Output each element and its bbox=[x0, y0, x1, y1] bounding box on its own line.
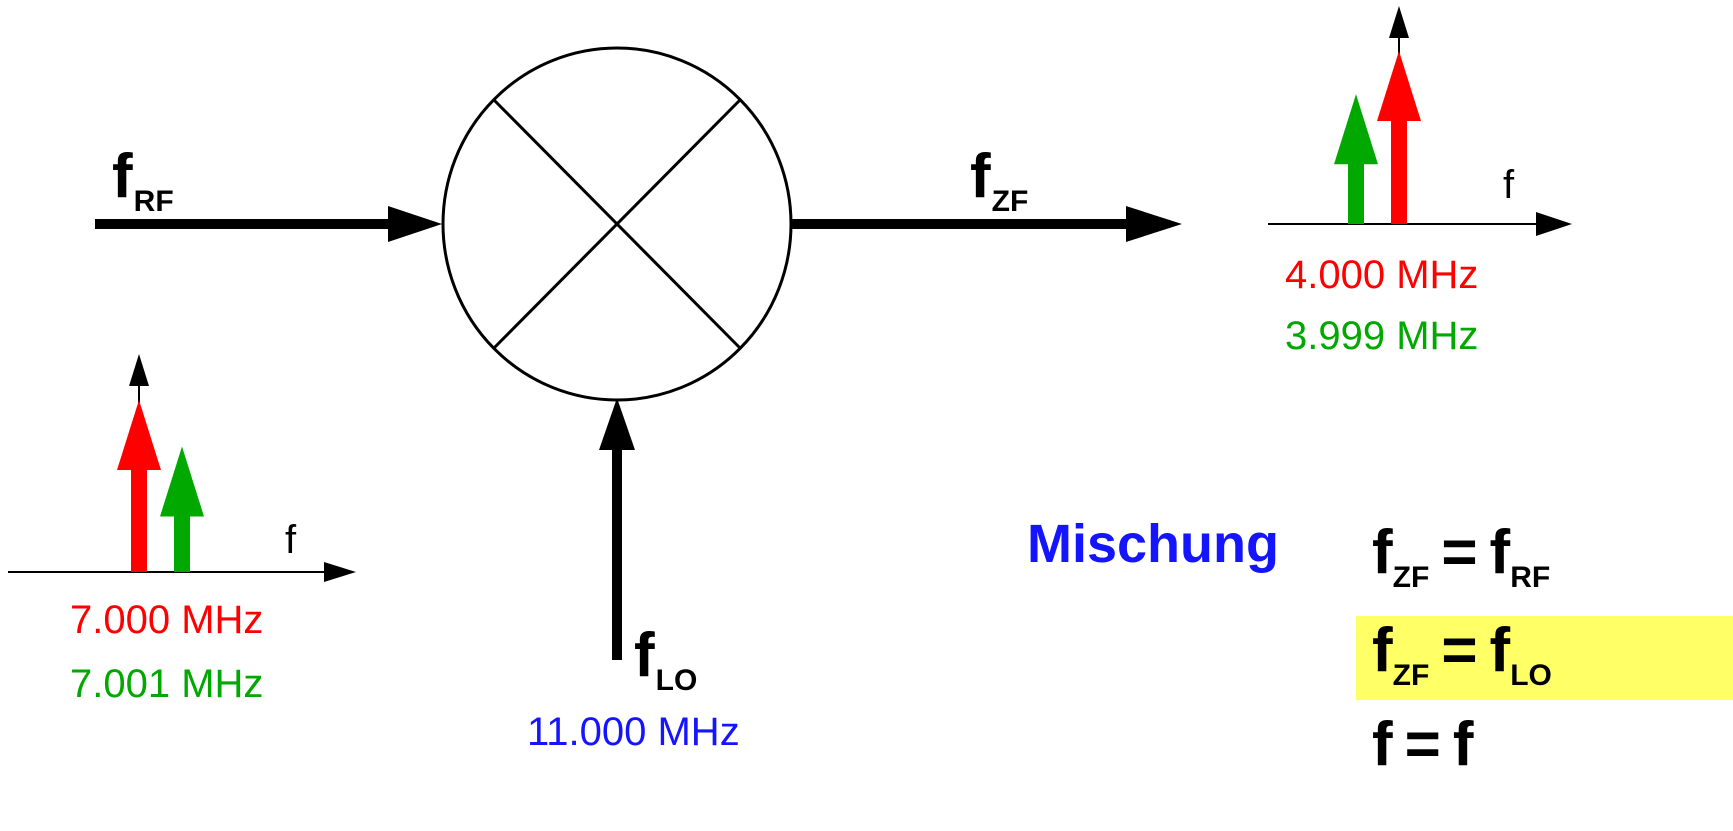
formula-1-lhs: f bbox=[1372, 518, 1393, 587]
lo-input-arrow bbox=[599, 398, 635, 660]
rf-input-arrow bbox=[95, 206, 442, 242]
input-axis-label: f bbox=[285, 518, 297, 562]
mixing-title: Mischung bbox=[1027, 514, 1279, 574]
output-axis-label: f bbox=[1503, 163, 1515, 207]
input-spectral-lines bbox=[117, 400, 204, 572]
formula-3: f=f bbox=[1372, 714, 1474, 776]
lo-symbol-base: f bbox=[634, 621, 655, 690]
rf-symbol-sub: RF bbox=[133, 185, 174, 218]
input-line-label-1: 7.001 MHz bbox=[70, 662, 264, 706]
formula-2-lhs-sub: ZF bbox=[1392, 659, 1430, 692]
formula-3-eq: = bbox=[1404, 710, 1441, 779]
formula-2-rhs: f bbox=[1489, 616, 1511, 685]
lo-symbol-sub: LO bbox=[655, 664, 698, 697]
output-vertical-axis-arrow bbox=[1389, 6, 1409, 38]
input-spectral-line-0 bbox=[117, 400, 161, 572]
lo-symbol: fLO bbox=[634, 625, 697, 696]
formula-1-rhs-sub: RF bbox=[1510, 561, 1551, 594]
output-line-label-1: 3.999 MHz bbox=[1285, 314, 1479, 358]
output-spectral-lines bbox=[1334, 51, 1421, 224]
output-line-label-0: 4.000 MHz bbox=[1285, 253, 1479, 297]
input-axis-arrow bbox=[324, 562, 356, 582]
rf-symbol-base: f bbox=[112, 142, 133, 211]
output-spectral-line-1 bbox=[1334, 94, 1378, 224]
output-spectrum bbox=[1268, 6, 1572, 236]
formula-2: fZF=fLO bbox=[1372, 620, 1552, 691]
formula-1-rhs: f bbox=[1489, 518, 1511, 587]
formula-2-lhs: f bbox=[1372, 616, 1393, 685]
mixer-symbol bbox=[441, 46, 793, 402]
zf-symbol-base: f bbox=[970, 142, 991, 211]
input-line-label-0: 7.000 MHz bbox=[70, 598, 264, 642]
formula-2-eq: = bbox=[1441, 616, 1478, 685]
input-spectrum bbox=[8, 354, 356, 582]
formula-3-lhs: f bbox=[1372, 710, 1393, 779]
formula-3-rhs: f bbox=[1452, 710, 1474, 779]
output-spectral-line-0 bbox=[1377, 51, 1421, 224]
formula-highlight bbox=[1356, 616, 1733, 700]
rf-symbol: fRF bbox=[112, 146, 174, 217]
lo-frequency: 11.000 MHz bbox=[527, 710, 740, 754]
input-vertical-axis-arrow bbox=[129, 354, 149, 386]
formula-1-eq: = bbox=[1441, 518, 1478, 587]
formula-1-lhs-sub: ZF bbox=[1392, 561, 1430, 594]
formula-1: fZF=fRF bbox=[1372, 522, 1550, 593]
zf-output-arrow bbox=[791, 206, 1182, 242]
output-axis-arrow bbox=[1536, 212, 1572, 236]
zf-symbol-sub: ZF bbox=[991, 185, 1029, 218]
formula-2-rhs-sub: LO bbox=[1510, 659, 1552, 692]
zf-symbol: fZF bbox=[970, 146, 1028, 217]
input-spectral-line-1 bbox=[160, 446, 204, 572]
